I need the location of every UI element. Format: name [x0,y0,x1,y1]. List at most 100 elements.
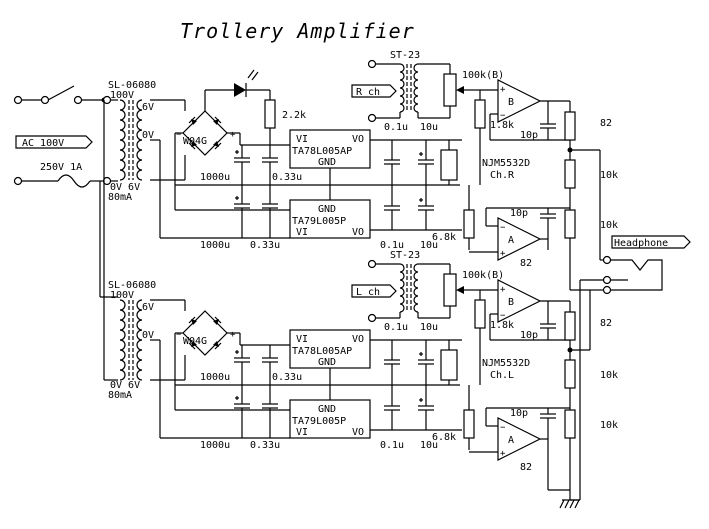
divider-resistor-r-top [564,159,576,189]
ac-input-label: AC 100V [22,138,64,149]
svg-text:GND: GND [318,357,336,368]
svg-text:+: + [500,449,506,459]
svg-text:GND: GND [318,404,336,415]
svg-text:80mA: 80mA [108,390,132,401]
bias-resistor-block [440,149,458,181]
svg-text:−: − [176,130,182,140]
channel-l-label: Ch.L [490,370,514,381]
bridge-rectifier [182,110,228,156]
svg-text:+: + [500,285,506,295]
svg-text:100k(B): 100k(B) [462,270,504,281]
svg-text:10u: 10u [420,240,438,251]
volume-pot-l [443,273,457,307]
svg-text:10u: 10u [420,322,438,333]
svg-text:10p: 10p [520,330,538,341]
svg-text:10p: 10p [510,408,528,419]
svg-text:−: − [500,423,506,433]
r-ch-flag [351,84,397,98]
svg-text:0.1u: 0.1u [380,240,404,251]
svg-text:VO: VO [352,134,364,145]
svg-text:10k: 10k [600,420,618,431]
headphone-output: Headphone [559,235,691,509]
svg-text:−: − [500,111,506,121]
l-ch-flag [351,284,397,298]
schematic-title: Trollery Amplifier [180,19,415,43]
svg-text:6.8k: 6.8k [432,432,456,443]
svg-text:−: − [500,223,506,233]
headphone-label: Headphone [614,238,668,249]
neg-regulator-label: TA79L005P [292,216,346,227]
svg-text:TA79L005P: TA79L005P [292,416,346,427]
led-resistor [264,99,276,129]
svg-text:10k: 10k [600,170,618,181]
svg-text:0.33u: 0.33u [272,372,302,383]
pos-regulator [289,129,371,169]
svg-text:VI: VI [296,227,308,238]
svg-text:ST-23: ST-23 [390,250,420,261]
channel-r-label: Ch.R [490,170,515,181]
gain-resistor-r [463,209,475,239]
led-resistor-label: 2.2k [282,110,306,121]
svg-text:GND: GND [318,204,336,215]
svg-text:0.1u: 0.1u [380,440,404,451]
signal-chain-r: ST-23 R ch 0.1u 10u 100k(B) 1.8k B + − [351,50,618,290]
svg-text:SL-06080: SL-06080 [108,280,156,291]
headphone-jack [611,259,663,291]
svg-text:1000u: 1000u [200,440,230,451]
fuse-label: 250V 1A [40,162,82,173]
transformer-primary: 100V [110,90,134,101]
power-switch [47,85,75,101]
mains-input: AC 100V 250V 1A [13,85,118,381]
opamp-a-r [497,217,542,261]
svg-text:TA78L005AP: TA78L005AP [292,346,352,357]
svg-text:10k: 10k [600,370,618,381]
svg-text:82: 82 [520,258,532,269]
input-terminal-r-top [367,59,377,69]
svg-text:W04G: W04G [183,336,207,347]
mains-terminal-top [13,95,23,105]
svg-text:1000u: 1000u [200,240,230,251]
transformer-secondary-top: 6V [142,102,154,113]
svg-text:0.1u: 0.1u [384,122,408,133]
filter-cap-label: 0.33u [272,172,302,183]
svg-text:−: − [500,311,506,321]
r-ch-label: R ch [356,87,380,98]
divider-resistor-r-bottom [564,209,576,239]
l-ch-label: L ch [356,287,380,298]
svg-text:10p: 10p [520,130,538,141]
transformer-secondary-bottom: 0V 6V [110,182,140,193]
svg-text:82: 82 [600,118,612,129]
svg-text:0.1u: 0.1u [384,322,408,333]
transformer-secondary-center: 0V [142,130,154,141]
svg-text:1.8k: 1.8k [490,120,514,131]
svg-text:VI: VI [296,134,308,145]
svg-text:82: 82 [520,462,532,473]
svg-text:0V: 0V [142,330,154,341]
bulk-cap-label: 1000u [200,172,230,183]
svg-text:+: + [500,85,506,95]
opamp-b-l [497,279,542,323]
svg-text:B: B [508,97,514,108]
svg-text:10p: 10p [510,208,528,219]
svg-text:1.8k: 1.8k [490,320,514,331]
svg-text:10u: 10u [420,440,438,451]
svg-text:VO: VO [352,227,364,238]
svg-text:0.33u: 0.33u [250,240,280,251]
svg-text:A: A [508,435,514,446]
svg-text:0.33u: 0.33u [250,440,280,451]
opamp-a-l [497,417,542,461]
mains-terminal-bottom [13,176,23,186]
output-resistor-r [564,111,576,141]
svg-text:6.8k: 6.8k [432,232,456,243]
svg-text:+: + [230,330,236,340]
fuse-symbol [57,174,91,188]
svg-text:82: 82 [600,318,612,329]
volume-label-r: 100k(B) [462,70,504,81]
input-transformer-label: ST-23 [390,50,420,61]
svg-text:+: + [500,249,506,259]
neg-regulator [289,199,371,239]
volume-pot-r [443,73,457,107]
svg-text:VO: VO [352,334,364,345]
transformer-part: SL-06080 [108,80,156,91]
power-supply-r: SL-06080 100V 6V 0V 0V 6V 80mA W04G + − … [108,69,462,251]
